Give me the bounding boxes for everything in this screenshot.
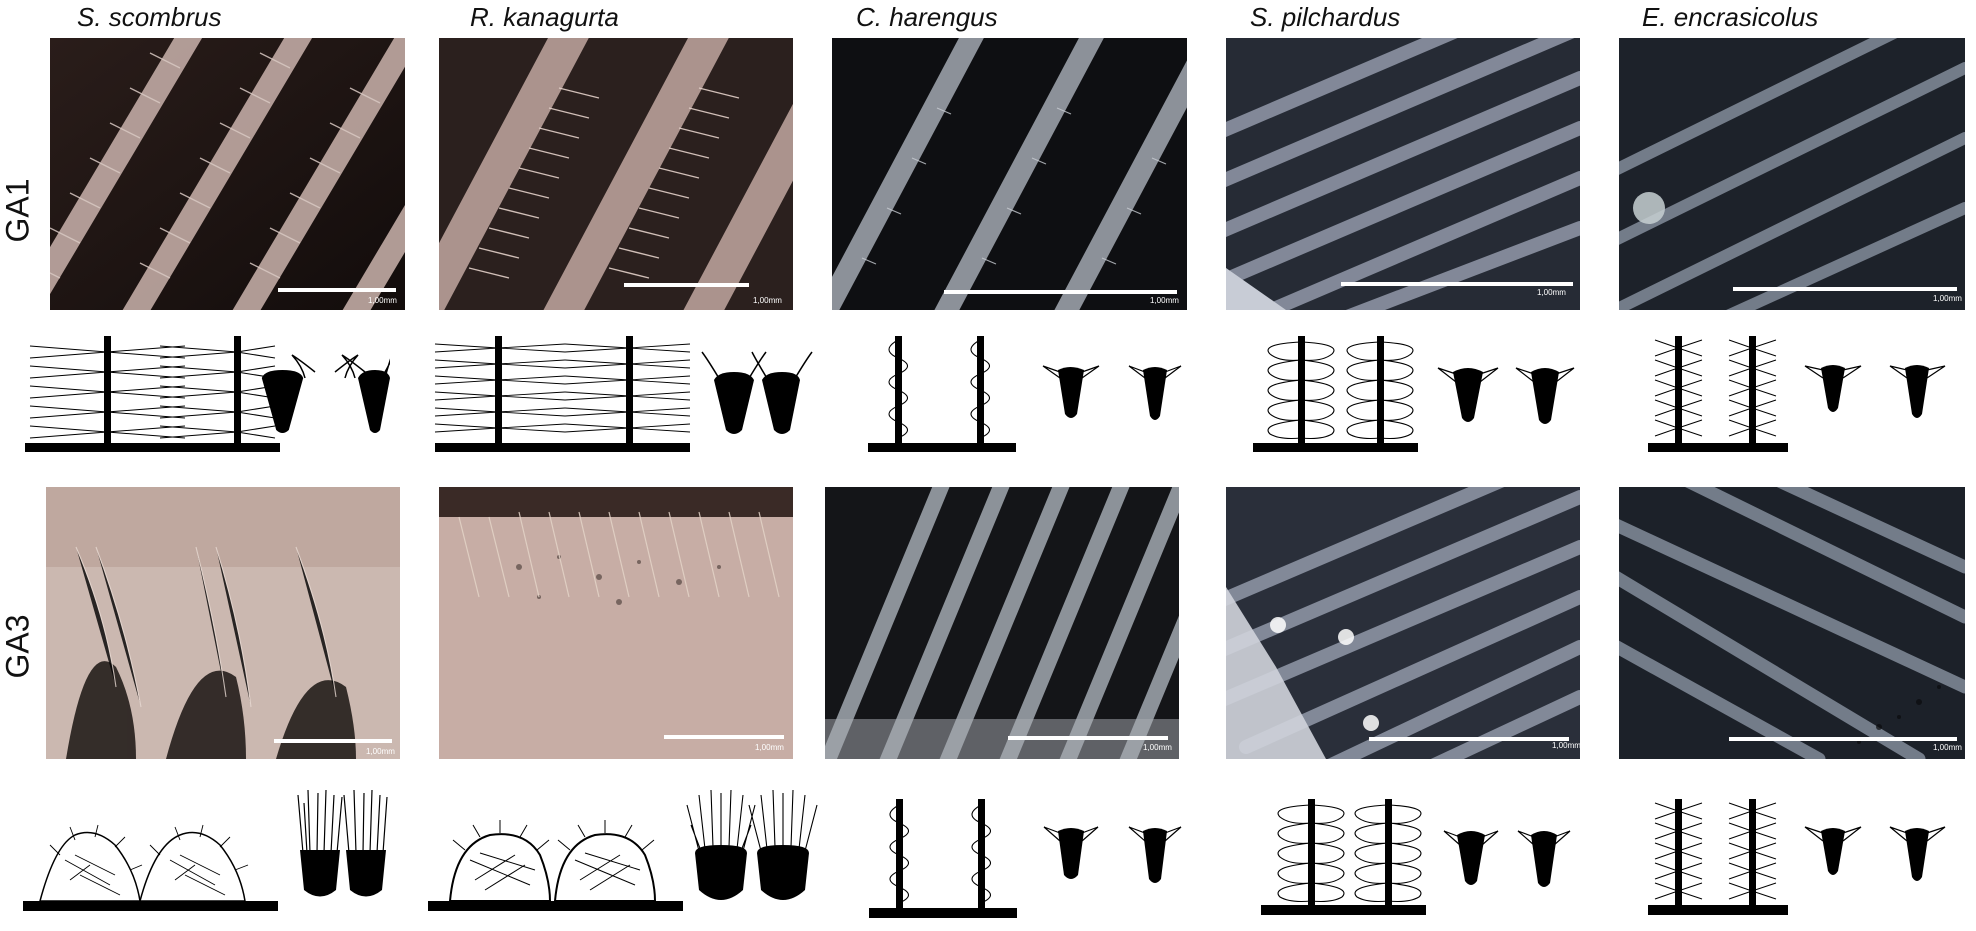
species-title-e-encrasicolus: E. encrasicolus — [1642, 2, 1819, 32]
scale-bar-label: 1,00mm — [1552, 741, 1580, 750]
species-title-c-harengus: C. harengus — [856, 2, 998, 32]
diagram-ga3-r-kanagurta — [428, 789, 818, 911]
diagram-ga3-s-pilchardus — [1261, 799, 1571, 915]
micrograph-ga3-e-encrasicolus: 1,00mm — [1619, 487, 1965, 759]
scale-bar-label: 1,00mm — [1150, 296, 1179, 305]
raker-icon — [1437, 367, 1575, 424]
scale-bar-label: 1,00mm — [1143, 743, 1172, 752]
raker-icon — [686, 789, 818, 900]
diagram-ga3-c-harengus — [869, 799, 1182, 918]
micrograph-ga3-r-kanagurta: 1,00mm — [439, 487, 793, 759]
row-label-ga1: GA1 — [0, 178, 36, 243]
diagram-ga3-s-scombrus — [23, 789, 388, 911]
micrograph-ga1-s-pilchardus: 1,00mm — [1226, 38, 1580, 310]
diagram-ga1-r-kanagurta — [434, 336, 813, 452]
diagram-ga1-s-pilchardus — [1253, 336, 1575, 452]
raker-icon — [1804, 826, 1946, 881]
raker-icon — [1042, 365, 1182, 420]
scale-bar-label: 1,00mm — [753, 296, 782, 305]
row-label-ga3: GA3 — [0, 614, 36, 679]
raker-icon — [297, 789, 388, 897]
micrograph-ga1-r-kanagurta: 1,00mm — [439, 38, 793, 310]
raker-icon — [261, 354, 390, 433]
micrograph-ga3-s-pilchardus: 1,00mm — [1226, 487, 1580, 759]
species-title-s-scombrus: S. scombrus — [77, 2, 222, 32]
raker-icon — [1443, 830, 1571, 887]
species-title-s-pilchardus: S. pilchardus — [1250, 2, 1401, 32]
diagram-ga1-e-encrasicolus — [1648, 336, 1946, 452]
scale-bar-label: 1,00mm — [755, 743, 784, 752]
raker-icon — [1804, 365, 1946, 418]
micrograph-ga1-e-encrasicolus: 1,00mm — [1619, 38, 1965, 310]
diagram-ga1-s-scombrus — [25, 336, 390, 452]
micrograph-ga3-c-harengus: 1,00mm — [825, 487, 1179, 759]
raker-icon — [701, 351, 813, 434]
micrograph-ga1-c-harengus: 1,00mm — [832, 38, 1187, 310]
species-title-r-kanagurta: R. kanagurta — [470, 2, 619, 32]
micrograph-ga3-s-scombrus: 1,00mm — [46, 487, 400, 759]
diagram-ga1-c-harengus — [868, 336, 1182, 452]
diagram-ga3-e-encrasicolus — [1648, 799, 1946, 915]
micrograph-ga1-s-scombrus: 1,00mm — [50, 38, 405, 310]
scale-bar-label: 1,00mm — [366, 747, 395, 756]
scale-bar-label: 1,00mm — [1933, 294, 1962, 303]
scale-bar-label: 1,00mm — [1933, 743, 1962, 752]
scale-bar-label: 1,00mm — [1537, 288, 1566, 297]
scale-bar-label: 1,00mm — [368, 296, 397, 305]
raker-icon — [1043, 826, 1182, 883]
